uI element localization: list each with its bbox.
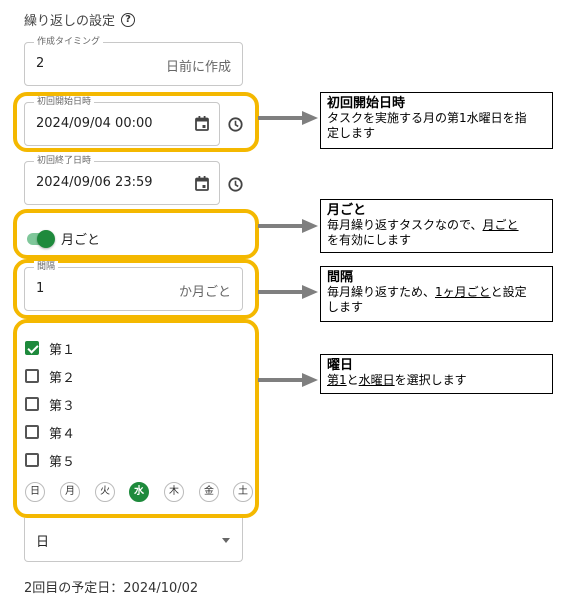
highlight-weekday <box>13 319 259 518</box>
end-datetime-field[interactable]: 初回終了日時 2024/09/06 23:59 <box>24 155 220 205</box>
callout-text: タスクを実施する月の第1水曜日を指 <box>327 111 527 125</box>
week-checkbox-1[interactable]: 第１ <box>25 334 75 362</box>
calendar-icon[interactable] <box>195 116 209 131</box>
callout-title: 曜日 <box>327 358 354 373</box>
clock-icon[interactable] <box>228 117 243 132</box>
callout-text: 毎月繰り返すため、1ヶ月ごとと設定 <box>327 285 527 299</box>
weekday-friday[interactable]: 金 <box>199 482 219 502</box>
end-datetime-value: 2024/09/06 23:59 <box>36 175 153 190</box>
weekday-wednesday[interactable]: 水 <box>129 482 149 502</box>
weekday-saturday[interactable]: 土 <box>233 482 253 502</box>
arrow-icon <box>258 285 318 299</box>
week-label: 第５ <box>49 454 76 470</box>
week-label: 第１ <box>49 342 76 358</box>
section-title: 繰り返しの設定 ? <box>24 10 136 29</box>
arrow-icon <box>258 373 318 387</box>
checkbox[interactable] <box>25 453 39 467</box>
end-field-legend: 初回終了日時 <box>34 155 95 167</box>
start-field-legend: 初回開始日時 <box>34 96 95 108</box>
day-select[interactable]: 日 <box>24 518 243 562</box>
timing-suffix: 日前に作成 <box>165 60 231 75</box>
weekday-thursday[interactable]: 木 <box>164 482 184 502</box>
callout-interval: 間隔 毎月繰り返すため、1ヶ月ごとと設定 します <box>320 266 553 322</box>
week-label: 第２ <box>49 370 76 386</box>
callout-text: します <box>327 300 364 314</box>
monthly-toggle-switch[interactable] <box>27 229 55 248</box>
week-checkbox-list: 第１ 第２ 第３ 第４ 第５ <box>25 334 75 474</box>
callout-text: 毎月繰り返すタスクなので、月ごと <box>327 218 519 232</box>
highlight-monthly <box>13 209 259 259</box>
callout-start: 初回開始日時 タスクを実施する月の第1水曜日を指 定します <box>320 92 553 149</box>
callout-text: 定します <box>327 126 376 140</box>
timing-field-legend: 作成タイミング <box>34 36 104 48</box>
week-checkbox-4[interactable]: 第４ <box>25 418 75 446</box>
week-checkbox-2[interactable]: 第２ <box>25 362 75 390</box>
clock-icon[interactable] <box>228 177 243 192</box>
section-title-text: 繰り返しの設定 <box>24 14 116 29</box>
next-scheduled-date: 2回目の予定日：2024/10/02 <box>24 581 199 596</box>
checkbox[interactable] <box>25 425 39 439</box>
week-checkbox-5[interactable]: 第５ <box>25 446 75 474</box>
callout-title: 間隔 <box>327 270 354 285</box>
weekday-monday[interactable]: 月 <box>60 482 80 502</box>
interval-suffix: か月ごと <box>178 285 231 300</box>
week-label: 第４ <box>49 426 76 442</box>
interval-field[interactable]: 間隔 1 か月ごと <box>24 261 243 311</box>
callout-text: を有効にします <box>327 233 412 247</box>
weekday-tuesday[interactable]: 火 <box>95 482 115 502</box>
checkbox[interactable] <box>25 397 39 411</box>
start-datetime-value: 2024/09/04 00:00 <box>36 116 153 131</box>
week-checkbox-3[interactable]: 第３ <box>25 390 75 418</box>
timing-field[interactable]: 作成タイミング 2 日前に作成 <box>24 36 243 86</box>
weekday-sunday[interactable]: 日 <box>25 482 45 502</box>
callout-text: 第1と水曜日を選択します <box>327 373 467 387</box>
arrow-icon <box>258 111 318 125</box>
interval-value: 1 <box>36 281 45 296</box>
callout-title: 月ごと <box>327 203 367 218</box>
week-label: 第３ <box>49 398 76 414</box>
day-select-value: 日 <box>36 535 50 550</box>
monthly-toggle-row[interactable]: 月ごと <box>27 229 100 248</box>
callout-title: 初回開始日時 <box>327 96 406 111</box>
highlight-start <box>13 92 259 152</box>
chevron-down-icon <box>222 538 230 543</box>
checkbox[interactable] <box>25 369 39 383</box>
help-icon[interactable]: ? <box>121 12 136 27</box>
timing-value: 2 <box>36 56 45 71</box>
arrow-icon <box>258 219 318 233</box>
toggle-knob <box>37 229 55 248</box>
interval-field-legend: 間隔 <box>34 261 59 273</box>
callout-weekday: 曜日 第1と水曜日を選択します <box>320 354 553 394</box>
highlight-interval <box>13 259 259 319</box>
callout-monthly: 月ごと 毎月繰り返すタスクなので、月ごと を有効にします <box>320 199 553 253</box>
calendar-icon[interactable] <box>195 176 209 191</box>
checkbox[interactable] <box>25 341 39 355</box>
monthly-toggle-label: 月ごと <box>61 233 101 248</box>
start-datetime-field[interactable]: 初回開始日時 2024/09/04 00:00 <box>24 96 220 146</box>
